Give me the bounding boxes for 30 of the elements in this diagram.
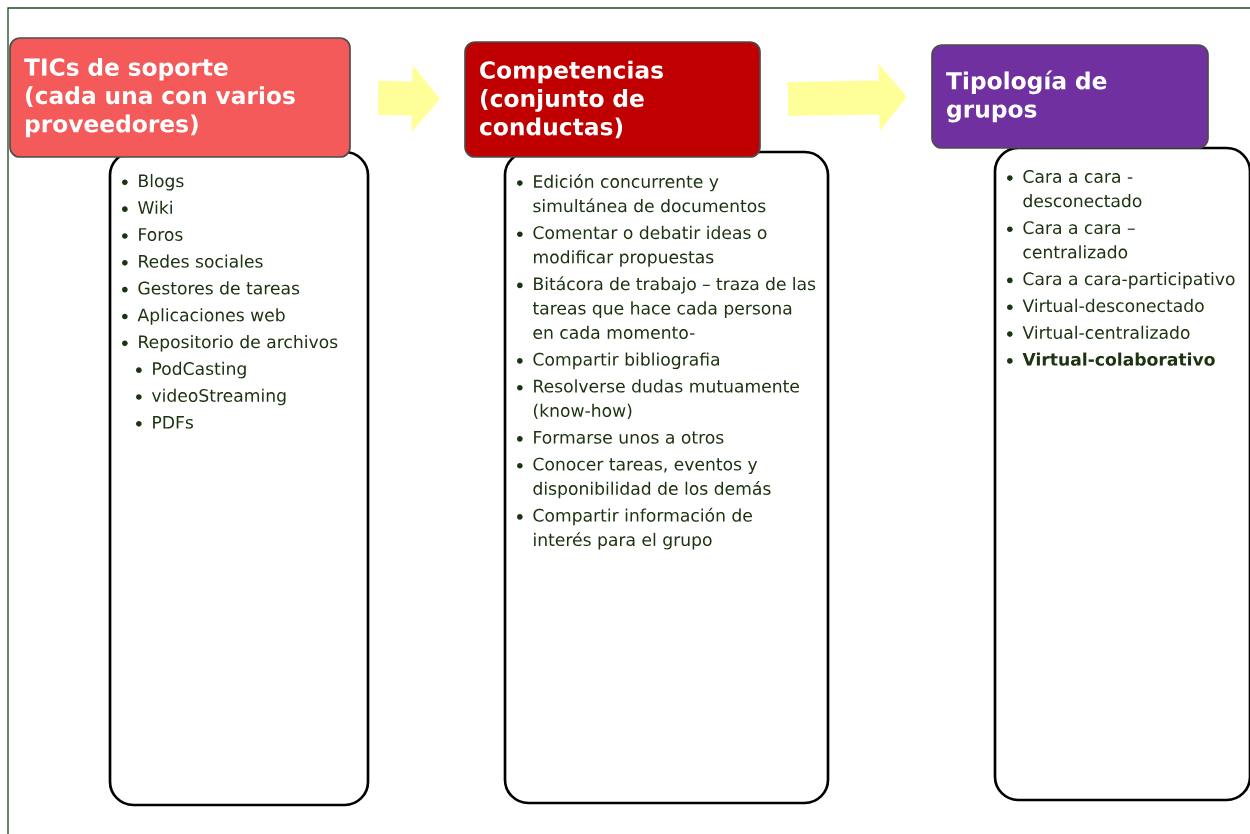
bullet-item: Aplicaciones web	[122, 308, 285, 325]
bullet-item: Wiki	[122, 200, 172, 214]
bullet-item: Conocer tareas, eventos y disponibilidad de los demás	[517, 457, 771, 499]
bullet-item: Foros	[122, 228, 183, 241]
bullet-item: Compartir bibliografia	[517, 352, 719, 370]
header-box: TICs de soporte (cada una con varios proveedores)	[9, 37, 351, 158]
bullet-item: Virtual-centralizado	[1007, 325, 1190, 339]
bullet-item: Bitácora de trabajo – traza de las tareas que hace cada persona en cada momento-	[517, 276, 816, 339]
bullet-item: Redes sociales	[122, 254, 263, 268]
bullet-item: Cara a cara - desconectado	[1007, 170, 1142, 208]
bullet-item: PodCasting	[136, 361, 246, 379]
bullet-item: Cara a cara – centralizado	[1007, 221, 1135, 259]
bullet-item: Compartir información de interés para el grupo	[517, 507, 752, 550]
header-box: Competencias (conjunto de conductas)	[464, 41, 761, 158]
bullet-item: Gestores de tareas	[122, 281, 300, 295]
bullet-item: Blogs	[122, 174, 184, 191]
bullet-item: videoStreaming	[136, 388, 286, 406]
bullet-item: Resolverse dudas mutuamente (know-how)	[517, 379, 799, 419]
bullet-item: Repositorio de archivos	[122, 335, 338, 352]
bullet-item: Cara a cara-participativo	[1007, 272, 1235, 289]
header-box: Tipología de grupos	[931, 44, 1209, 149]
bullet-item: Comentar o debatir ideas o modificar propuestas	[517, 225, 767, 267]
bullet-item: Formarse unos a otros	[517, 431, 724, 444]
bullet-item: PDFs	[136, 416, 193, 429]
bullet-item: Edición concurrente y simultánea de documentos	[517, 174, 766, 213]
list-box	[108, 150, 370, 807]
bullet-item: Virtual-colaborativo	[1007, 352, 1215, 366]
list-box	[503, 150, 830, 805]
list-box	[993, 146, 1250, 802]
bullet-item: Virtual-desconectado	[1007, 298, 1204, 313]
